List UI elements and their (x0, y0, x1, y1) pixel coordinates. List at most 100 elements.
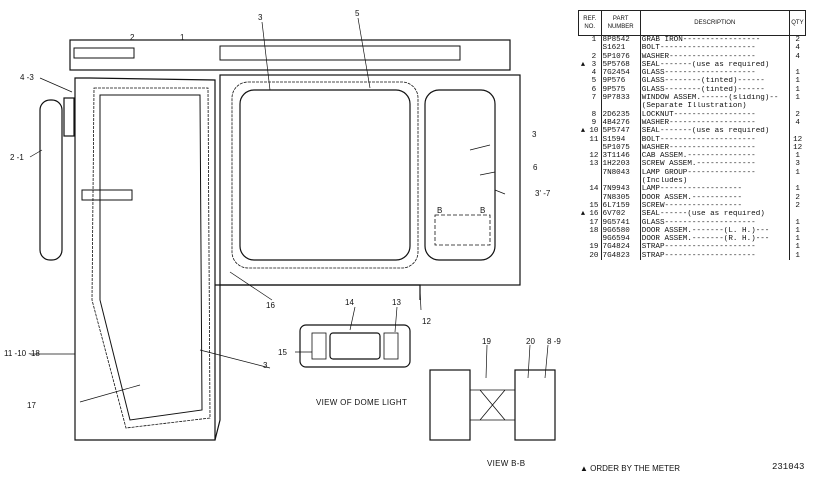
row-ref-no: 17 (587, 218, 602, 227)
callout-5: 5 (355, 9, 360, 18)
row-qty (789, 61, 805, 69)
row-ref-no: 19 (587, 243, 602, 252)
row-order-mark (579, 86, 588, 94)
row-part-number: 1H2203 (601, 160, 641, 169)
parts-table-header: REF. NO. PART NUMBER DESCRIPTION QTY (578, 10, 807, 36)
dome-light-housing (299, 324, 411, 368)
row-order-mark (579, 119, 588, 127)
row-order-mark (579, 69, 588, 77)
row-ref-no: 20 (587, 251, 602, 261)
row-qty: 2 (795, 201, 800, 210)
row-description: GLASS-------------------- (640, 69, 790, 78)
row-description: DOOR ASSEM.----------- (640, 193, 790, 202)
row-description: LAMP------------------ (640, 185, 790, 194)
row-order-mark (579, 202, 588, 210)
row-part-number: 9G6594 (601, 235, 641, 244)
roof-grab-iron (73, 47, 135, 59)
row-qty: 1 (795, 251, 800, 260)
row-description: WASHER------------------- (640, 118, 790, 128)
row-qty: 4 (795, 52, 800, 61)
row-part-number: 5P5768 (601, 60, 641, 70)
dome-light-door-right (383, 332, 399, 360)
row-ref-no: 9 (587, 118, 602, 128)
row-order-mark (579, 44, 588, 52)
door-hinge (63, 97, 75, 137)
row-ref-no: 16 (587, 210, 602, 219)
caption-dome-light: VIEW OF DOME LIGHT (316, 398, 407, 407)
row-part-number: S1594 (601, 135, 641, 144)
row-part-number: 7G4824 (601, 243, 641, 252)
row-qty: 4 (795, 44, 800, 53)
row-part-number: 8P8542 (601, 35, 641, 45)
callout-20: 20 (526, 337, 535, 346)
row-qty: 1 (795, 69, 800, 78)
roof-top-rail (219, 45, 461, 61)
callout-11-10-18: 11 -10 -18 (4, 349, 40, 358)
row-order-mark (579, 185, 588, 193)
row-description: WINDOW ASSEM.------(sliding)-- (640, 94, 790, 103)
drawing-number: 231043 (772, 462, 805, 472)
row-ref-no: 8 (587, 110, 602, 119)
row-order-mark: ▲ (580, 210, 586, 219)
row-part-number: S1621 (601, 44, 641, 53)
row-description: STRAP-------------------- (640, 251, 790, 261)
row-description: SEAL-------(use as required) (640, 60, 790, 70)
row-ref-no: 5 (587, 77, 602, 86)
row-description: GLASS--------(tinted)------ (640, 77, 790, 86)
row-order-mark (579, 102, 588, 110)
row-ref-no: 4 (587, 69, 602, 78)
door-latch (81, 189, 133, 201)
header-ref-no: REF. NO. (578, 10, 602, 36)
dome-light-door-left (311, 332, 327, 360)
row-part-number: 7N9943 (601, 185, 641, 194)
row-part-number: 5P5747 (601, 127, 641, 136)
row-description: WASHER------------------- (640, 52, 790, 61)
callout-15: 15 (278, 348, 287, 357)
row-ref-no: 12 (587, 152, 602, 161)
callout-4-3: 4 -3 (20, 73, 34, 82)
side-glass (424, 89, 496, 261)
row-qty: 12 (793, 143, 803, 152)
row-order-mark: ▲ (580, 127, 586, 136)
row-ref-no: 3 (587, 60, 602, 70)
callout-6: 6 (533, 163, 538, 172)
row-ref-no (587, 102, 602, 111)
row-part-number (601, 102, 641, 111)
row-order-mark (579, 94, 588, 102)
row-order-mark (579, 152, 588, 160)
row-description: SEAL------(use as required) (640, 210, 790, 219)
row-part-number: 7G4823 (601, 251, 641, 261)
row-description: SCREW ASSEM.------------- (640, 160, 790, 169)
row-part-number: 9P7833 (601, 94, 641, 103)
row-part-number: 6L7159 (601, 201, 641, 211)
row-part-number: 7G2454 (601, 69, 641, 78)
section-bb-left (429, 369, 471, 441)
header-qty: QTY (788, 10, 807, 36)
row-qty (789, 177, 805, 185)
row-ref-no (587, 143, 602, 153)
row-qty: 1 (795, 168, 800, 177)
callout-8-9: 8 -9 (547, 337, 561, 346)
row-part-number: 2D6235 (601, 110, 641, 119)
row-part-number: 9P575 (601, 85, 641, 95)
row-qty: 1 (795, 77, 800, 86)
cab-parts-drawing: B B 1 2 3 3 3 4 -3 2 -1 5 6 3' -7 11 -10… (4, 9, 561, 468)
row-part-number: 6V702 (601, 210, 641, 219)
sliding-window (434, 214, 491, 246)
